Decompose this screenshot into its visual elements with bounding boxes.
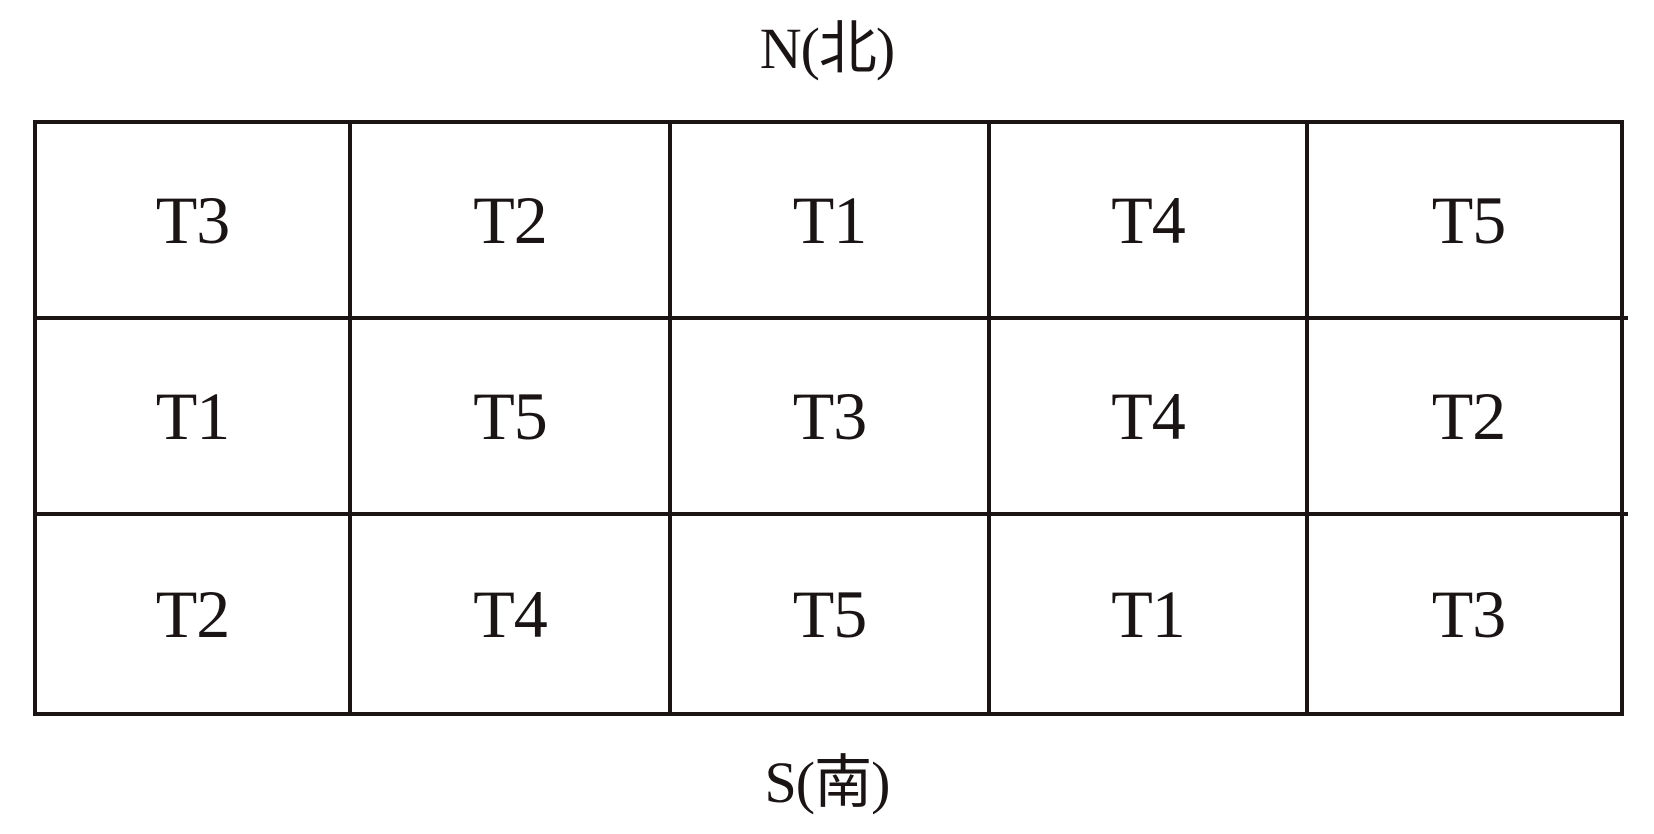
- plot-cell: T3: [37, 124, 352, 320]
- plot-layout-grid: T3 T2 T1 T4 T5 T1 T5 T3 T4 T2 T2 T4 T5 T…: [33, 120, 1628, 716]
- plot-cell: T4: [991, 320, 1309, 516]
- plot-cell: T3: [1431, 575, 1507, 652]
- plot-cell: T1: [672, 124, 991, 320]
- plot-cell: T3: [672, 320, 991, 516]
- plot-cell: T4: [352, 516, 672, 712]
- plot-cell: T2: [37, 516, 352, 712]
- plot-cell: T1: [37, 320, 352, 516]
- plot-cell: T2: [352, 124, 672, 320]
- plot-cell: T5: [1309, 124, 1628, 320]
- plot-cell: T5: [352, 320, 672, 516]
- south-label: S(南): [764, 750, 891, 815]
- plot-cell: T5: [672, 516, 991, 712]
- north-label: N(北): [759, 16, 896, 81]
- plot-cell: T2: [1309, 320, 1628, 516]
- plot-cell: T4: [991, 124, 1309, 320]
- plot-cell: T1: [991, 516, 1309, 712]
